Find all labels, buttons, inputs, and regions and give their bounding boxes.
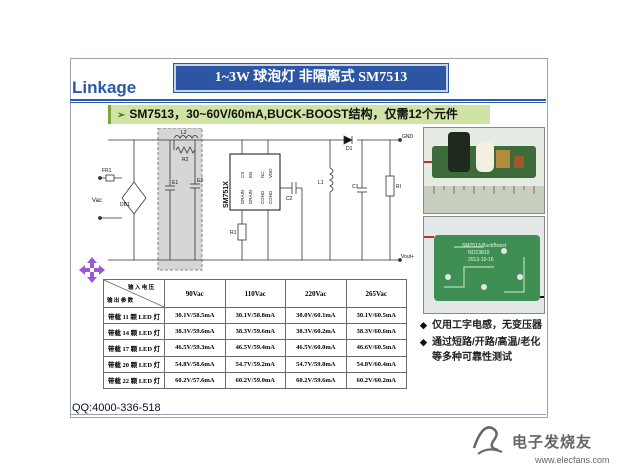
board-text-date: 2013-10-16 [468,257,494,263]
label-pin-drain: DRAIN [240,190,245,204]
label-vout: Vout+ [401,254,414,260]
table-cell: 38.3V/59.6mA [224,323,286,341]
elecfans-logo-icon [472,426,503,455]
watermark-url: www.elecfans.com [535,455,610,465]
bullet-arrow-icon: ➢ [117,110,126,121]
label-fuse: FR1 [102,168,112,174]
corner-input-label: 输 入 电 压 [128,283,155,291]
label-pin-en: EN [248,172,253,178]
table-row: 带载 17 颗 LED 灯 46.5V/59.3mA 46.5V/59.4mA … [103,339,407,357]
table-cell: 60.2V/59.0mA [224,371,286,390]
table-cell: 46.5V/59.4mA [224,339,286,357]
label-pin-drain-2: DRAIN [248,190,253,204]
label-r2: R2 [182,157,189,163]
table-row: 带载 22 颗 LED 灯 60.2V/57.6mA 60.2V/59.0mA … [103,371,407,390]
table-header-row: 输 入 电 压 输 出 参 数 90Vac 110Vac 220Vac 265V… [103,279,407,308]
row-label: 带载 14 颗 LED 灯 [103,323,165,341]
measurement-table: 输 入 电 压 输 出 参 数 90Vac 110Vac 220Vac 265V… [103,279,407,390]
header-divider [70,99,546,101]
brand-logo: Linkage [72,78,137,97]
table-cell: 60.2V/60.2mA [345,371,407,390]
row-label: 带载 17 颗 LED 灯 [103,339,165,357]
label-vac: Vac [92,198,102,204]
row-label: 带载 11 颗 LED 灯 [103,306,165,325]
label-e1: E1 [172,180,178,186]
table-cell: 54.7V/59.8mA [285,355,347,373]
table-row: 带载 14 颗 LED 灯 38.3V/59.6mA 38.3V/59.6mA … [103,323,407,341]
board-photo-top [423,127,545,214]
feature-notes: 仅用工字电感，无变压器 通过短路/开路/高温/老化等多种可靠性测试 [420,318,545,410]
label-pin-cgnd: CGND [268,190,273,204]
table-cell: 46.5V/59.3mA [164,339,226,357]
table-cell: 38.3V/59.6mA [164,323,226,341]
label-d1: D1 [346,146,353,152]
move-arrows-icon[interactable] [79,257,105,283]
table-cell: 30.0V/60.1mA [285,306,347,325]
slide-title: 1~3W 球泡灯 非隔离式 SM7513 [174,64,448,92]
label-pin-cgnd-2: CGND [260,190,265,204]
column-header: 110Vac [224,279,286,308]
label-ri: RI [396,184,401,190]
label-c1: C1 [352,184,359,190]
circuit-schematic: FR1 Vac DB1 E1 L2 R2 E2 SM751X CS EN DRA… [92,128,414,271]
label-pin-vdd: VDD [268,168,273,178]
label-pin-cs: CS [240,172,245,178]
column-header: 265Vac [345,279,407,308]
table-cell: 38.3V/60.2mA [285,323,347,341]
contact-qq: QQ:4000-336-518 [72,402,161,414]
table-cell: 46.5V/60.0mA [285,339,347,357]
header-divider-thin [70,102,546,103]
label-l2: L2 [181,130,187,136]
table-cell: 54.8V/58.6mA [164,355,226,373]
table-cell: 30.1V/58.5mA [164,306,226,325]
table-cell: 60.2V/59.6mA [285,371,347,390]
label-ic: SM751X [223,181,230,208]
board-text-serial: NO13810 [468,250,490,256]
label-r1: R1 [230,230,237,236]
table-row: 带载 20 颗 LED 灯 54.8V/58.6mA 54.7V/59.2mA … [103,355,407,373]
table-cell: 30.1V/60.5mA [345,306,407,325]
label-l1: L1 [318,180,324,186]
subtitle-bar: ➢SM7513，30~60V/60mA,BUCK-BOOST结构，仅需12个元件 [108,105,490,124]
row-label: 带载 20 颗 LED 灯 [103,355,165,373]
table-cell: 54.8V/60.4mA [345,355,407,373]
subtitle-text: SM7513，30~60V/60mA,BUCK-BOOST结构，仅需12个元件 [129,107,458,121]
row-label: 带载 22 颗 LED 灯 [103,371,165,390]
label-bridge: DB1 [120,202,130,208]
table-cell: 30.1V/58.8mA [224,306,286,325]
table-cell: 46.6V/60.5mA [345,339,407,357]
note-item: 通过短路/开路/高温/老化等多种可靠性测试 [420,335,545,365]
column-header: 90Vac [164,279,226,308]
label-e2: E2 [197,178,203,184]
note-item: 仅用工字电感，无变压器 [420,318,545,333]
board-text-model: SM7513-BuckBoost [462,243,507,249]
table-corner-cell: 输 入 电 压 输 出 参 数 [103,279,165,308]
column-header: 220Vac [285,279,347,308]
board-photo-bottom: SM7513-BuckBoost NO13810 2013-10-16 [423,216,545,314]
watermark-name: 电子发烧友 [512,434,593,451]
footer-divider [70,414,546,415]
table-cell: 54.7V/59.2mA [224,355,286,373]
label-gnd: GND [402,134,414,140]
label-pin-nc: NC [260,171,265,178]
corner-output-label: 输 出 参 数 [107,296,134,304]
table-cell: 38.3V/60.6mA [345,323,407,341]
table-row: 带载 11 颗 LED 灯 30.1V/58.5mA 30.1V/58.8mA … [103,306,407,325]
label-c2: C2 [286,196,293,202]
table-cell: 60.2V/57.6mA [164,371,226,390]
